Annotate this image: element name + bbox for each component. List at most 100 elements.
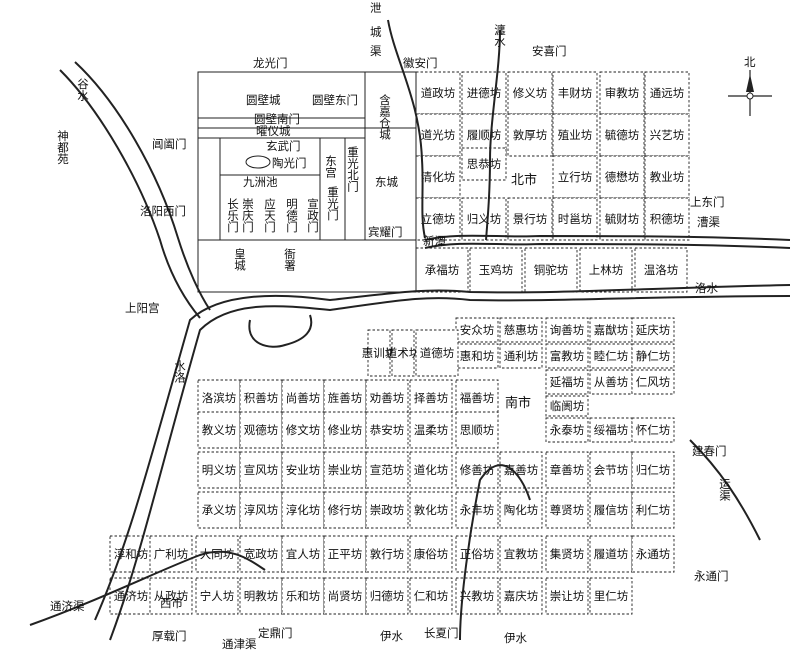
ward-label: 睦仁坊 (594, 349, 629, 363)
tongjin-canal-label: 通津渠 (222, 637, 257, 651)
ward-block (195, 577, 239, 615)
ward-label: 临阓坊 (550, 399, 585, 413)
ward-label: 宜教坊 (504, 547, 539, 561)
jiuzhou-pond-label: 九洲池 (243, 175, 278, 189)
ward-block (631, 417, 675, 443)
ward-block (599, 113, 645, 157)
ward-label: 广利坊 (154, 547, 189, 561)
luoyang-west-gate-label: 洛阳西门 (140, 204, 186, 218)
ward-block (415, 329, 459, 377)
ward-block (499, 451, 543, 489)
ward-label: 旌善坊 (328, 391, 363, 405)
ward-block (365, 577, 409, 615)
ward-label: 惠和坊 (460, 349, 495, 363)
ward-label: 择善坊 (414, 391, 449, 405)
chan-river-label: 瀍水 (493, 23, 507, 47)
ward-label: 从善坊 (594, 375, 629, 389)
ward-label: 仁和坊 (414, 589, 449, 603)
ward-block (552, 197, 598, 241)
ward-block (281, 491, 325, 529)
ward-block (631, 491, 675, 529)
ward-block (409, 491, 453, 529)
hanjia-granary-label: 含嘉仓城 (378, 93, 392, 141)
ward-block (409, 535, 453, 573)
ward-block (507, 113, 553, 157)
ward-block (589, 577, 633, 615)
ward-label: 福善坊 (460, 391, 495, 405)
yun-canal-label: 运渠 (718, 478, 732, 502)
ward-block (409, 379, 453, 417)
ward-label: 通远坊 (650, 86, 685, 100)
ward-label: 利仁坊 (636, 503, 671, 517)
shendu-yuan-label: 神都苑 (56, 129, 70, 165)
ward-block (197, 491, 241, 529)
ward-label: 怀仁坊 (636, 423, 671, 437)
ward-block (499, 491, 543, 529)
xuanzheng-gate-label: 宣政门 (306, 197, 320, 233)
ward-block (499, 577, 543, 615)
ward-label: 铜驼坊 (534, 263, 569, 277)
ward-label: 询善坊 (550, 323, 585, 337)
ward-block (281, 451, 325, 489)
ward-label: 道政坊 (421, 86, 456, 100)
yingtian-gate-label: 应天门 (263, 197, 277, 233)
ward-block (365, 379, 409, 417)
ward-block (545, 317, 589, 343)
palace-area (197, 71, 417, 293)
ward-block (455, 317, 499, 343)
ward-block (365, 411, 409, 449)
ward-label: 淳风坊 (244, 503, 279, 517)
ward-label: 归义坊 (467, 212, 502, 226)
ward-label: 劝善坊 (370, 391, 405, 405)
ward-label: 正俗坊 (460, 547, 495, 561)
ward-block (552, 155, 598, 199)
chongguang-north-gate-label: 重光北门 (346, 145, 360, 193)
xiecheng-canal-label-2: 城 (370, 25, 382, 39)
ward-label: 修行坊 (328, 503, 363, 517)
ward-block (365, 451, 409, 489)
tongji-canal-label: 通济渠 (50, 599, 85, 613)
shangyang-palace-label: 上阳宫 (125, 301, 160, 315)
ward-block (545, 451, 589, 489)
ward-block (461, 197, 507, 241)
south-market-label: 南市 (505, 395, 531, 411)
ward-block (634, 247, 688, 293)
ward-block (545, 417, 589, 443)
ward-label: 富教坊 (550, 349, 585, 363)
ward-label: 审教坊 (605, 86, 640, 100)
ward-label: 绥福坊 (594, 423, 629, 437)
ward-block (365, 491, 409, 529)
ward-label: 陶化坊 (504, 503, 539, 517)
ward-label: 温柔坊 (414, 423, 449, 437)
ward-label: 玉鸡坊 (479, 263, 514, 277)
ward-block (499, 317, 543, 343)
huian-gate-label: 徽安门 (403, 56, 438, 70)
ward-label: 会节坊 (594, 463, 629, 477)
ward-block (455, 451, 499, 489)
ward-label: 仁风坊 (636, 375, 671, 389)
taoguang-gate-label: 陶光门 (272, 156, 307, 170)
ward-label: 思顺坊 (460, 423, 495, 437)
ward-label: 嘉善坊 (504, 463, 539, 477)
yongtong-gate-label: 永通门 (694, 569, 729, 583)
ward-label: 延庆坊 (636, 323, 671, 337)
ward-block (644, 197, 690, 241)
ward-block (545, 369, 589, 395)
ward-block (461, 71, 507, 115)
mingde-gate-label: 明德门 (285, 198, 299, 233)
ward-label: 淳化坊 (286, 503, 321, 517)
north-market-label: 北市 (511, 172, 537, 188)
ward-block (631, 369, 675, 395)
compass-icon (728, 70, 772, 116)
ward-block (323, 411, 367, 449)
ward-label: 安业坊 (286, 463, 321, 477)
ward-block (589, 535, 633, 573)
dingding-gate-label: 定鼎门 (258, 626, 293, 640)
ward-label: 章善坊 (550, 463, 585, 477)
longguang-gate-label: 龙光门 (253, 56, 288, 70)
ward-block (631, 535, 675, 573)
ward-label: 洛滨坊 (202, 391, 237, 405)
ward-label: 延福坊 (550, 375, 585, 389)
ward-block (367, 329, 391, 377)
